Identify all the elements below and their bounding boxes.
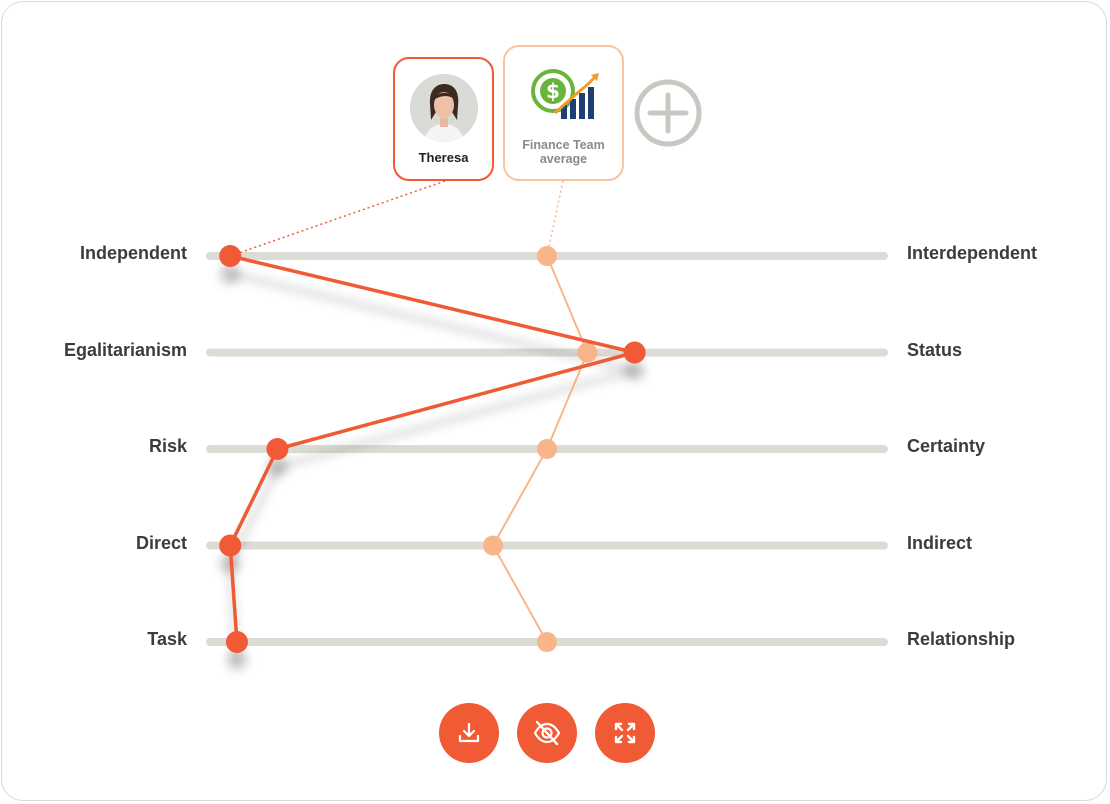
- scale-right-label: Indirect: [907, 532, 973, 553]
- data-point[interactable]: [623, 341, 646, 364]
- profile-connector: [546, 180, 564, 257]
- data-point[interactable]: [219, 245, 242, 267]
- point-shadow: [226, 650, 247, 670]
- series-shadow: [227, 271, 636, 661]
- scale-left-label: Task: [147, 629, 187, 649]
- scale-left-label: Independent: [80, 243, 187, 263]
- dollar-growth-chart-icon: $: [531, 65, 601, 126]
- data-point[interactable]: [537, 439, 557, 459]
- add-profile-button[interactable]: [633, 78, 703, 148]
- fullscreen-button[interactable]: [595, 703, 655, 763]
- point-shadow: [220, 264, 241, 284]
- download-icon: [458, 722, 480, 743]
- data-point[interactable]: [577, 342, 598, 363]
- data-point[interactable]: [537, 632, 557, 652]
- profile-name: Finance Team average: [522, 138, 605, 166]
- svg-text:$: $: [546, 79, 560, 103]
- eye-off-icon: [533, 720, 561, 746]
- scale-left-label: Risk: [148, 436, 187, 456]
- point-shadow: [624, 360, 645, 381]
- data-point[interactable]: [266, 438, 289, 460]
- data-point[interactable]: [483, 535, 504, 556]
- expand-icon: [614, 722, 636, 744]
- data-point[interactable]: [219, 534, 242, 557]
- scale-right-label: Interdependent: [907, 243, 1038, 263]
- profile-connector: [229, 180, 446, 257]
- plus-circle-icon: [634, 79, 702, 147]
- profile-card-finance-team[interactable]: $ Finance Team average: [503, 45, 624, 181]
- data-point[interactable]: [537, 246, 557, 266]
- scale-right-label: Status: [907, 339, 963, 360]
- profile-name: Theresa: [418, 150, 469, 165]
- scale-left-label: Direct: [135, 532, 187, 553]
- data-point[interactable]: [225, 631, 248, 653]
- scale-right-label: Certainty: [907, 436, 986, 456]
- scale-left-label: Egalitarianism: [63, 339, 187, 360]
- avatar-icon: [410, 74, 478, 142]
- hide-button[interactable]: [517, 703, 577, 763]
- profile-card-theresa[interactable]: Theresa: [393, 57, 494, 181]
- download-button[interactable]: [439, 703, 499, 763]
- scale-right-label: Relationship: [907, 629, 1016, 649]
